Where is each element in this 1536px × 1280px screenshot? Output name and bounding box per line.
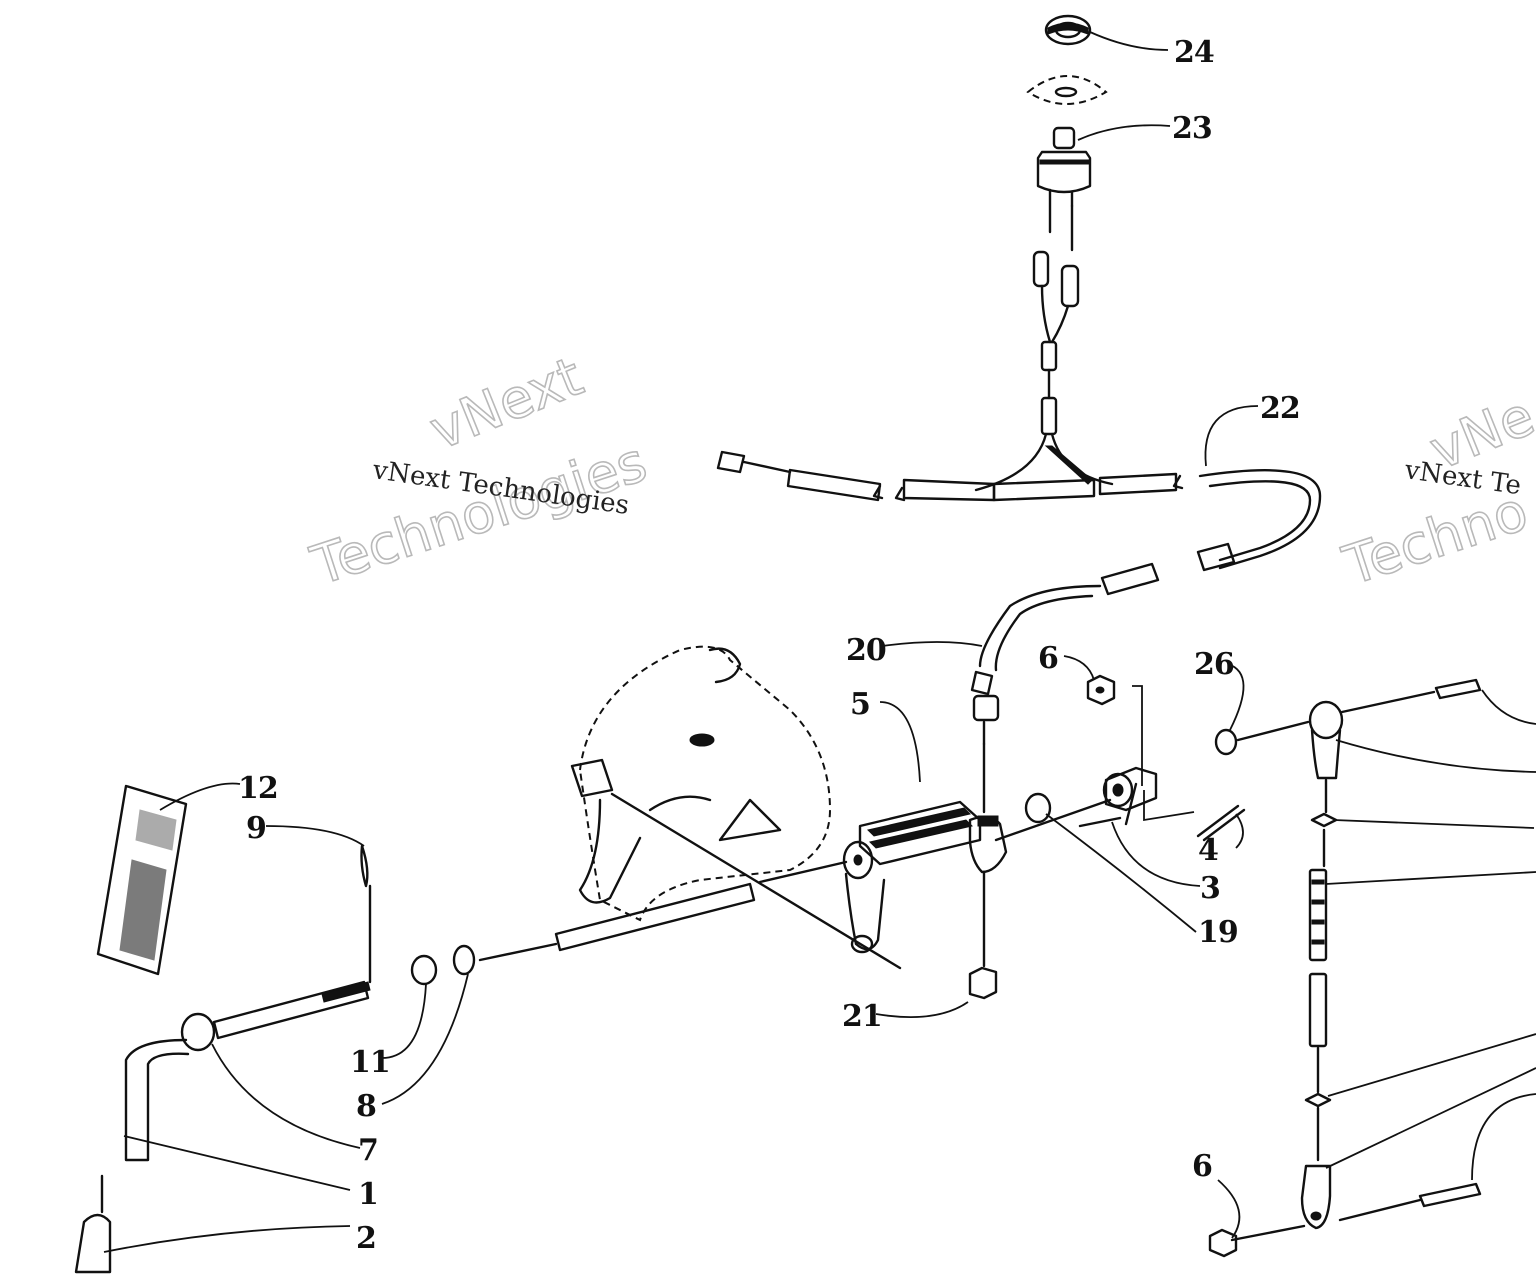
callout-7: 7 [358,1133,378,1168]
part-20-lead [970,562,1160,814]
part-24-cap [1044,14,1092,46]
part-21-nut [968,870,998,1000]
part-8-clip [452,944,476,976]
callout-5: 5 [850,687,870,722]
callout-3: 3 [1200,871,1220,906]
callout-26: 26 [1194,647,1234,682]
callout-1: 1 [358,1177,378,1212]
part-guide-line [610,792,902,970]
callout-11: 11 [350,1045,390,1080]
part-shaft [478,798,1112,962]
leader-lines [103,31,1536,1253]
part-12-decal [96,784,188,976]
part-right-linkage [1208,678,1482,1258]
callout-22: 22 [1260,391,1300,426]
part-9-pin [360,844,369,888]
part-19-washer [1024,792,1052,824]
watermark-left: vNext Technologies vNext Technologies [303,344,655,599]
part-3-bracket [1078,766,1158,828]
callout-20: 20 [846,633,886,668]
callout-21: 21 [842,999,882,1034]
watermark-big-line1: vNext [421,345,591,463]
callout-2: 2 [356,1221,376,1256]
callout-4: 4 [1198,833,1218,868]
part-housing-dashed [570,645,832,922]
callout-12: 12 [238,771,278,806]
part-washer-ring [1026,75,1108,105]
part-1-handle [74,980,371,1274]
part-5-lever [842,800,1008,954]
callout-8: 8 [356,1089,376,1124]
callout-9: 9 [246,811,266,846]
part-11-washer [410,954,438,986]
callout-6-bottom: 6 [1192,1149,1212,1184]
watermark-right: vNe Techno vNext Te [1335,383,1536,598]
callout-23: 23 [1172,111,1212,146]
callout-labels: 24 23 22 20 6 26 5 12 9 4 3 19 21 11 8 7… [238,35,1301,1256]
callout-24: 24 [1174,35,1214,70]
part-23-switch [1036,126,1092,252]
callout-6-top: 6 [1038,641,1058,676]
part-26-washer [1214,728,1238,756]
callout-19: 19 [1198,915,1238,950]
part-4-pin [1196,804,1240,838]
part-switch-wiring [974,250,1114,492]
part-6-nut-top [1086,674,1116,706]
part-22-harness [716,450,1322,572]
